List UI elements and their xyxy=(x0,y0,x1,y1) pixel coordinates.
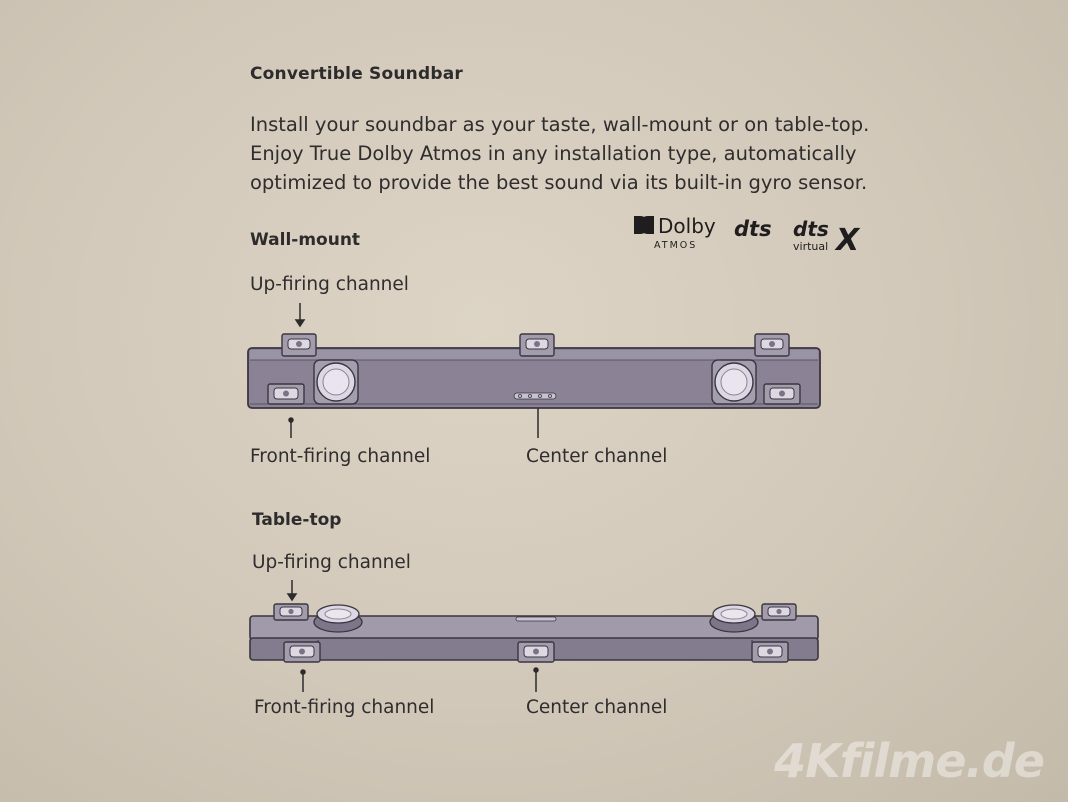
table-front-firing-center xyxy=(517,641,555,663)
dts-x-text: dts xyxy=(793,217,829,241)
table-up-firing-label: Up-firing channel xyxy=(252,552,411,573)
table-front-firing-left xyxy=(283,641,321,663)
wall-center-label: Center channel xyxy=(526,446,668,467)
dolby-atmos-logo: Dolby ATMOS xyxy=(634,214,716,251)
wall-control-buttons xyxy=(513,392,557,400)
description: Install your soundbar as your taste, wal… xyxy=(250,110,869,197)
wall-front-firing-right xyxy=(763,383,801,405)
virtual-text: virtual xyxy=(793,240,828,253)
wall-up-firing-label: Up-firing channel xyxy=(250,274,409,295)
description-line-3: optimized to provide the best sound via … xyxy=(250,171,868,194)
table-front-firing-label: Front-firing channel xyxy=(254,697,435,718)
wall-up-firing-center xyxy=(519,333,555,357)
table-top-heading: Table-top xyxy=(252,510,342,530)
page-title: Convertible Soundbar xyxy=(250,64,463,84)
wall-front-firing-label: Front-firing channel xyxy=(250,446,431,467)
atmos-text: ATMOS xyxy=(654,240,697,251)
dolby-text: Dolby xyxy=(658,214,716,238)
dts-logo: dts xyxy=(734,217,772,241)
x-text: X xyxy=(834,223,861,254)
table-up-firing-right xyxy=(761,603,797,621)
description-line-1: Install your soundbar as your taste, wal… xyxy=(250,113,870,136)
dts-text: dts xyxy=(734,217,772,241)
wall-woofer-right xyxy=(711,359,757,405)
table-woofer-left xyxy=(313,604,363,633)
table-up-firing-left xyxy=(273,603,309,621)
table-center-label: Center channel xyxy=(526,697,668,718)
table-front-firing-right xyxy=(751,641,789,663)
wall-mount-heading: Wall-mount xyxy=(250,230,361,250)
audio-format-logos: Dolby ATMOS dts dts virtual X xyxy=(634,214,861,254)
watermark: 4Kfilme.de xyxy=(774,734,1045,788)
wall-up-firing-right xyxy=(754,333,790,357)
description-line-2: Enjoy True Dolby Atmos in any installati… xyxy=(250,142,857,165)
dts-virtual-x-logo: dts virtual X xyxy=(793,217,861,254)
wall-front-firing-left xyxy=(267,383,305,405)
wall-up-firing-left xyxy=(281,333,317,357)
table-woofer-right xyxy=(709,604,759,633)
wall-woofer-left xyxy=(313,359,359,405)
